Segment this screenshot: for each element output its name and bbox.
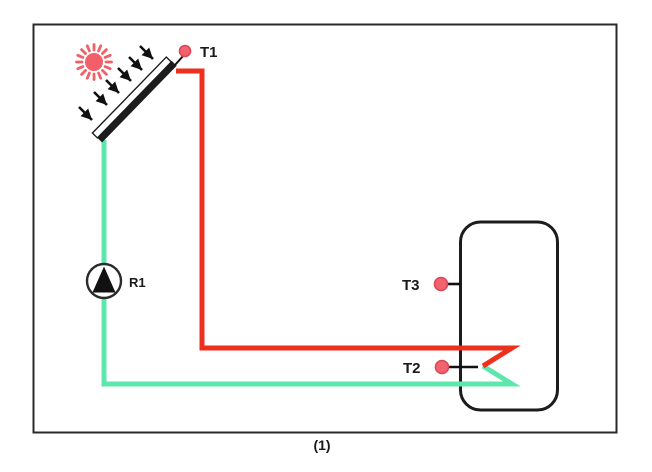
pump-triangle bbox=[92, 266, 116, 293]
irradiance-arrow bbox=[93, 91, 108, 106]
temperature-sensor-dot-icon-t2 bbox=[434, 359, 450, 375]
temperature-sensor-dot-icon-t1 bbox=[178, 44, 192, 58]
sensor-t2-label: T2 bbox=[403, 360, 421, 377]
sun-core bbox=[85, 53, 103, 71]
pump-label: R1 bbox=[129, 275, 146, 290]
pump-icon bbox=[85, 262, 123, 300]
temperature-sensor-dot-icon-t3 bbox=[433, 276, 449, 292]
irradiance-arrow bbox=[117, 67, 132, 82]
solar-collector-icon bbox=[91, 56, 177, 143]
hot-pipe bbox=[176, 68, 521, 369]
collector-absorber bbox=[97, 60, 177, 143]
irradiance-arrow bbox=[128, 56, 143, 71]
sun-icon bbox=[75, 43, 113, 81]
irradiance-arrows-icon bbox=[78, 45, 154, 121]
irradiance-arrow bbox=[78, 106, 93, 121]
sensor-t1-label: T1 bbox=[200, 44, 218, 61]
sun-rays bbox=[75, 43, 113, 81]
irradiance-arrow bbox=[139, 45, 154, 60]
irradiance-arrow bbox=[105, 79, 120, 94]
sensor-t1-lead bbox=[174, 54, 185, 66]
cold-pipe bbox=[101, 140, 521, 387]
figure-caption: (1) bbox=[313, 437, 330, 453]
sensor-t3-label: T3 bbox=[402, 277, 420, 294]
